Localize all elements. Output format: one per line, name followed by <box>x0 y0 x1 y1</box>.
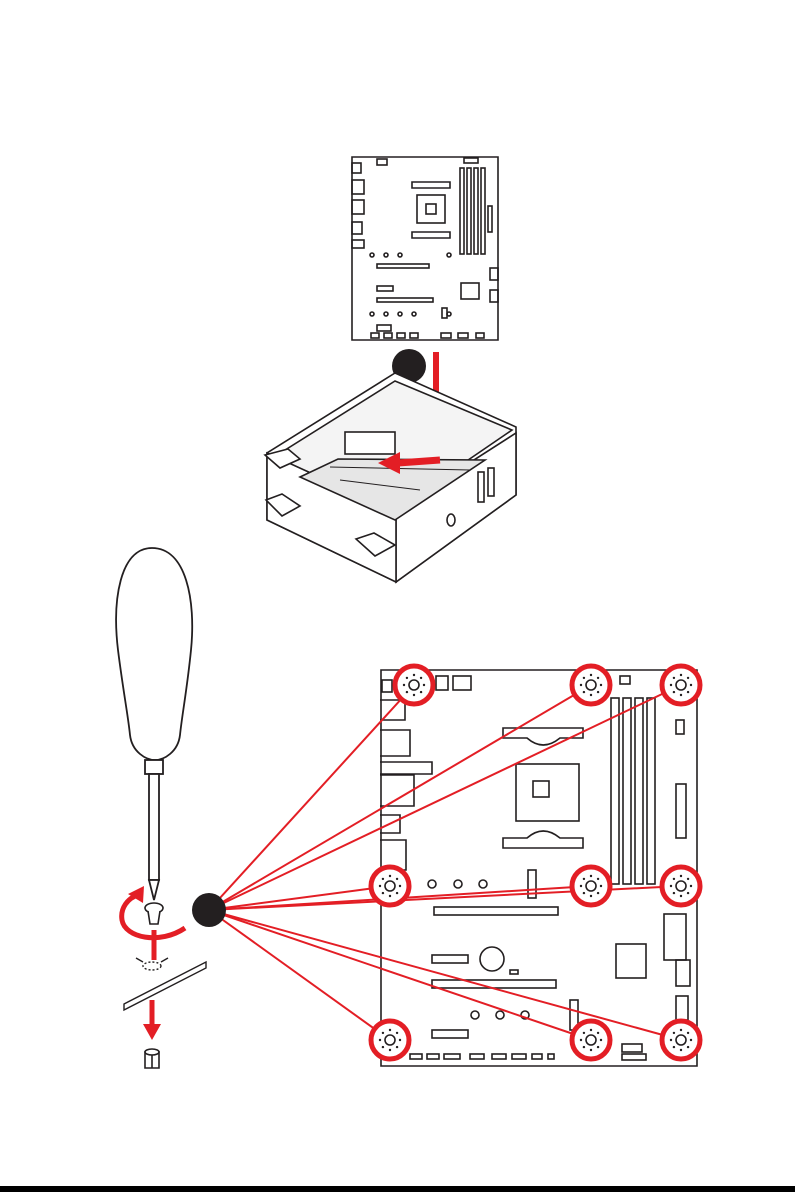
board-hole <box>124 958 206 1010</box>
mounting-hole-marker <box>371 867 409 905</box>
screwdriver-icon <box>116 548 192 900</box>
mounting-hole-marker <box>662 1021 700 1059</box>
screw-icon <box>145 903 163 924</box>
standoff-icon <box>145 1049 159 1068</box>
mounting-hole-marker <box>662 666 700 704</box>
mounting-hole-marker <box>572 1021 610 1059</box>
mounting-hole-marker <box>572 867 610 905</box>
small-motherboard <box>352 157 498 340</box>
page-footer-bar <box>0 1186 795 1192</box>
computer-case <box>265 373 516 582</box>
large-motherboard <box>380 670 697 1066</box>
down-arrow-icon <box>143 1000 161 1040</box>
mounting-hole-marker <box>371 1021 409 1059</box>
mounting-hole-marker <box>395 666 433 704</box>
mounting-hole-marker <box>572 666 610 704</box>
step-2-badge <box>192 893 226 927</box>
mounting-hole-marker <box>662 867 700 905</box>
